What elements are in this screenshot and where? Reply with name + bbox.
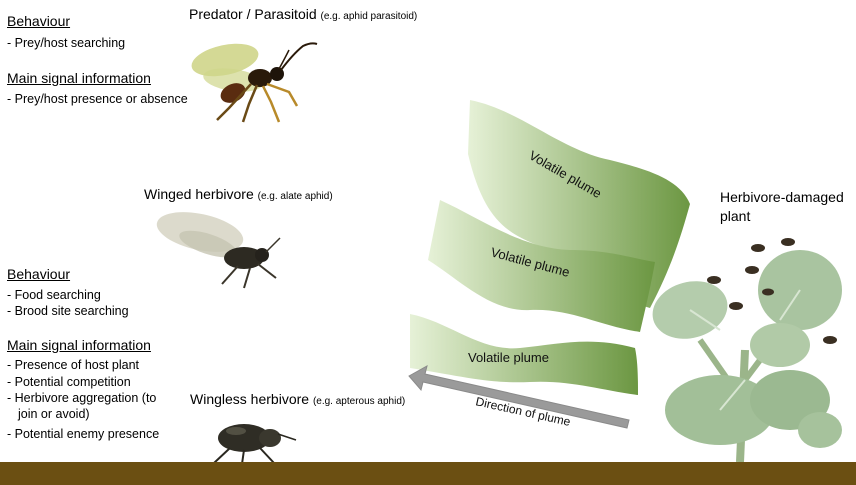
predator-behaviour-item-1: - Prey/host searching <box>7 35 125 51</box>
predator-behaviour-heading: Behaviour <box>7 13 70 29</box>
winged-aphid-icon <box>152 208 287 293</box>
wingless-title-row: Wingless herbivore (e.g. apterous aphid) <box>190 391 405 407</box>
plant-label-line-2: plant <box>720 207 844 226</box>
predator-title-row: Predator / Parasitoid (e.g. aphid parasi… <box>189 6 417 22</box>
predator-signal-heading: Main signal information <box>7 70 151 86</box>
winged-title: Winged herbivore <box>144 186 254 202</box>
winged-behaviour-item-1: - Food searching <box>7 287 101 303</box>
winged-signal-item-5: - Potential enemy presence <box>7 426 159 442</box>
winged-example: (e.g. alate aphid) <box>258 191 333 202</box>
winged-signal-item-1: - Presence of host plant <box>7 357 139 373</box>
plant-label-line-1: Herbivore-damaged <box>720 188 844 207</box>
winged-signal-heading: Main signal information <box>7 337 151 353</box>
direction-arrow: Direction of plume <box>405 360 635 435</box>
herbivore-damaged-plant-icon <box>650 230 850 462</box>
winged-signal-item-2: - Potential competition <box>7 374 131 390</box>
winged-title-row: Winged herbivore (e.g. alate aphid) <box>144 186 333 202</box>
winged-signal-item-4: join or avoid) <box>18 406 90 422</box>
wingless-example: (e.g. apterous aphid) <box>313 396 405 407</box>
wingless-aphid-icon <box>200 418 305 464</box>
predator-title: Predator / Parasitoid <box>189 6 317 22</box>
plant-label: Herbivore-damaged plant <box>720 188 844 226</box>
wingless-title: Wingless herbivore <box>190 391 309 407</box>
winged-behaviour-item-2: - Brood site searching <box>7 303 129 319</box>
parasitoid-wasp-icon <box>185 38 325 138</box>
winged-signal-item-3: - Herbivore aggregation (to <box>7 390 156 406</box>
winged-behaviour-heading: Behaviour <box>7 266 70 282</box>
predator-example: (e.g. aphid parasitoid) <box>321 11 418 22</box>
ground-strip <box>0 462 856 485</box>
predator-signal-item-1: - Prey/host presence or absence <box>7 91 188 107</box>
